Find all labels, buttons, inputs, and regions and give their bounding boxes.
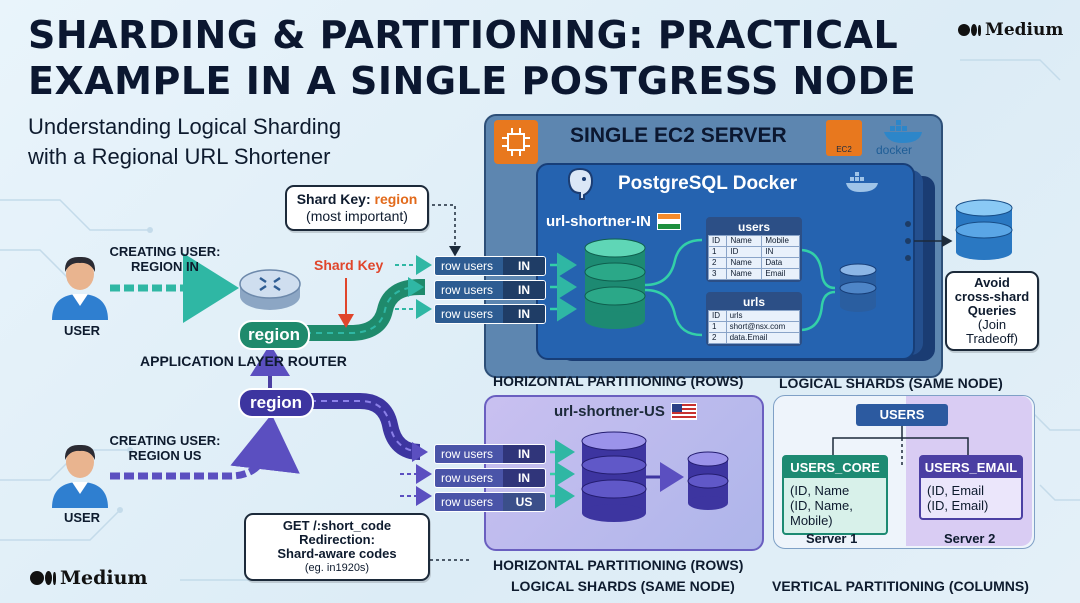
database-in-icon [584,238,646,329]
server1-label: Server 1 [806,531,858,546]
users-table-title: users [708,219,800,235]
shard-key-callout: Shard Key: region (most important) [285,185,429,231]
table-header: Name [726,235,763,247]
shard-in-flow [550,238,877,337]
chip-icon [502,128,530,156]
ec2-icon [494,120,538,164]
shard-in-name: url-shortner-IN [546,213,681,230]
row-chip-code: US [503,493,545,511]
postgresql-elephant-icon [567,167,594,200]
row-chip-code: IN [503,305,545,323]
horizontal-partitioning-label-top: HORIZONTAL PARTITIONING (ROWS) [493,373,744,389]
medium-logo-bottom: Medium [30,567,148,589]
shard-us-flow [550,431,729,522]
user-in-label: USER [63,323,101,338]
horizontal-partitioning-label-bottom: HORIZONTAL PARTITIONING (ROWS) [493,557,744,573]
row-chip-label: row users [435,469,503,487]
user-us-avatar-icon [52,444,108,508]
row-chip-code: IN [503,445,545,463]
docker-whale-icon [884,120,922,143]
table-header: urls [725,310,801,322]
user-us-label: USER [63,510,101,525]
table-header: ID [708,310,727,322]
users-core-title: USERS_CORE [784,457,886,478]
postgres-title: PostgreSQL Docker [618,173,798,194]
row-chip-code: IN [503,469,545,487]
table-header: ID [707,235,728,247]
shard-key-label: Shard Key [314,257,384,273]
region-pill-green: region [238,320,310,350]
medium-dots-icon [30,571,56,585]
users-core-card: USERS_CORE (ID, Name(ID, Name,Mobile) [782,455,888,535]
row-chip-label: row users [435,257,503,275]
table-header: Mobile [761,235,800,247]
external-database-icon [905,199,1013,261]
row-chip-label: row users [435,281,503,299]
database-us-icon [581,431,647,522]
ec2-badge: EC2 [826,120,862,156]
router-label: APPLICATION LAYER ROUTER [140,353,347,369]
page-title: SHARDING & PARTITIONING: PRACTICAL EXAMP… [28,13,917,103]
medium-dots-icon [958,24,981,36]
row-chip-code: IN [503,257,545,275]
page-subtitle: Understanding Logical Sharding with a Re… [28,114,342,169]
urls-table-title: urls [708,294,800,310]
users-email-card: USERS_EMAIL (ID, Email(ID, Email) [919,455,1023,520]
user-in-caption: CREATING USER:REGION IN [109,244,221,274]
docker-whale-icon-small [846,172,878,192]
row-chip-code: IN [503,281,545,299]
shard-us-name: url-shortner-US [554,403,697,420]
row-chip-label: row users [435,305,503,323]
router-icon [239,269,301,310]
user-in-avatar-icon [52,256,108,320]
users-email-title: USERS_EMAIL [921,457,1021,478]
ec2-title: SINGLE EC2 SERVER [570,124,787,147]
logical-shards-label-bottom: LOGICAL SHARDS (SAME NODE) [511,578,735,594]
docker-label: docker [876,143,913,157]
us-flag-icon [670,403,697,420]
medium-logo-top: Medium [958,20,1063,40]
user-us-caption: CREATING USER:REGION US [109,433,221,463]
india-flag-icon [657,213,681,230]
server2-label: Server 2 [944,531,996,546]
vertical-partitioning-label: VERTICAL PARTITIONING (COLUMNS) [772,578,1029,594]
users-node: USERS [856,404,948,426]
row-chip-label: row users [435,445,503,463]
logical-shards-label-top: LOGICAL SHARDS (SAME NODE) [779,375,1003,391]
vertical-split-lines [832,426,969,466]
row-chip-label: row users [435,493,503,511]
region-pill-purple: region [238,388,314,418]
